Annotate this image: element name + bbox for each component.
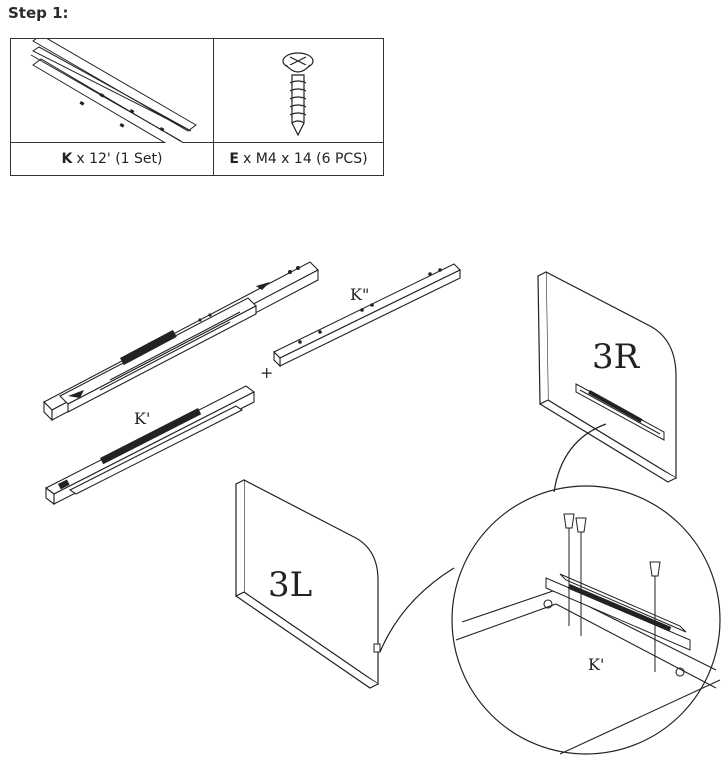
full-slide-illustration [43,261,319,422]
panel-3l [235,479,379,689]
part-k-image [11,34,214,152]
outer-member-bearings [58,408,202,490]
full-slide-details [68,266,300,398]
part-k-desc: x 12' (1 Set) [76,151,163,167]
detail-screws [563,513,661,672]
plus-sign: + [260,363,273,382]
screw-icon [282,52,314,137]
label-detail-k-prime: K' [588,655,604,674]
drawer-slide-icon [30,34,197,152]
part-k-letter: K [61,151,73,167]
label-k-double-prime: K" [350,285,369,304]
part-e-label: E x M4 x 14 (6 PCS) [214,143,383,175]
label-3l: 3L [268,565,312,605]
part-e-desc: x M4 x 14 (6 PCS) [243,151,368,167]
part-e-image [214,39,383,143]
step-title: Step 1: [8,4,69,22]
inner-member-k-double-prime [273,263,461,368]
part-e-letter: E [229,151,239,167]
label-3r: 3R [592,337,641,377]
panel-3r [537,271,677,483]
part-k-label: K x 12' (1 Set) [11,143,214,175]
inner-member-holes [298,268,442,344]
label-k-prime: K' [134,409,150,428]
panel-3l-slide-end [373,643,381,653]
parts-table: K x 12' (1 Set) E x M4 x 14 (6 PCS) [10,34,384,176]
